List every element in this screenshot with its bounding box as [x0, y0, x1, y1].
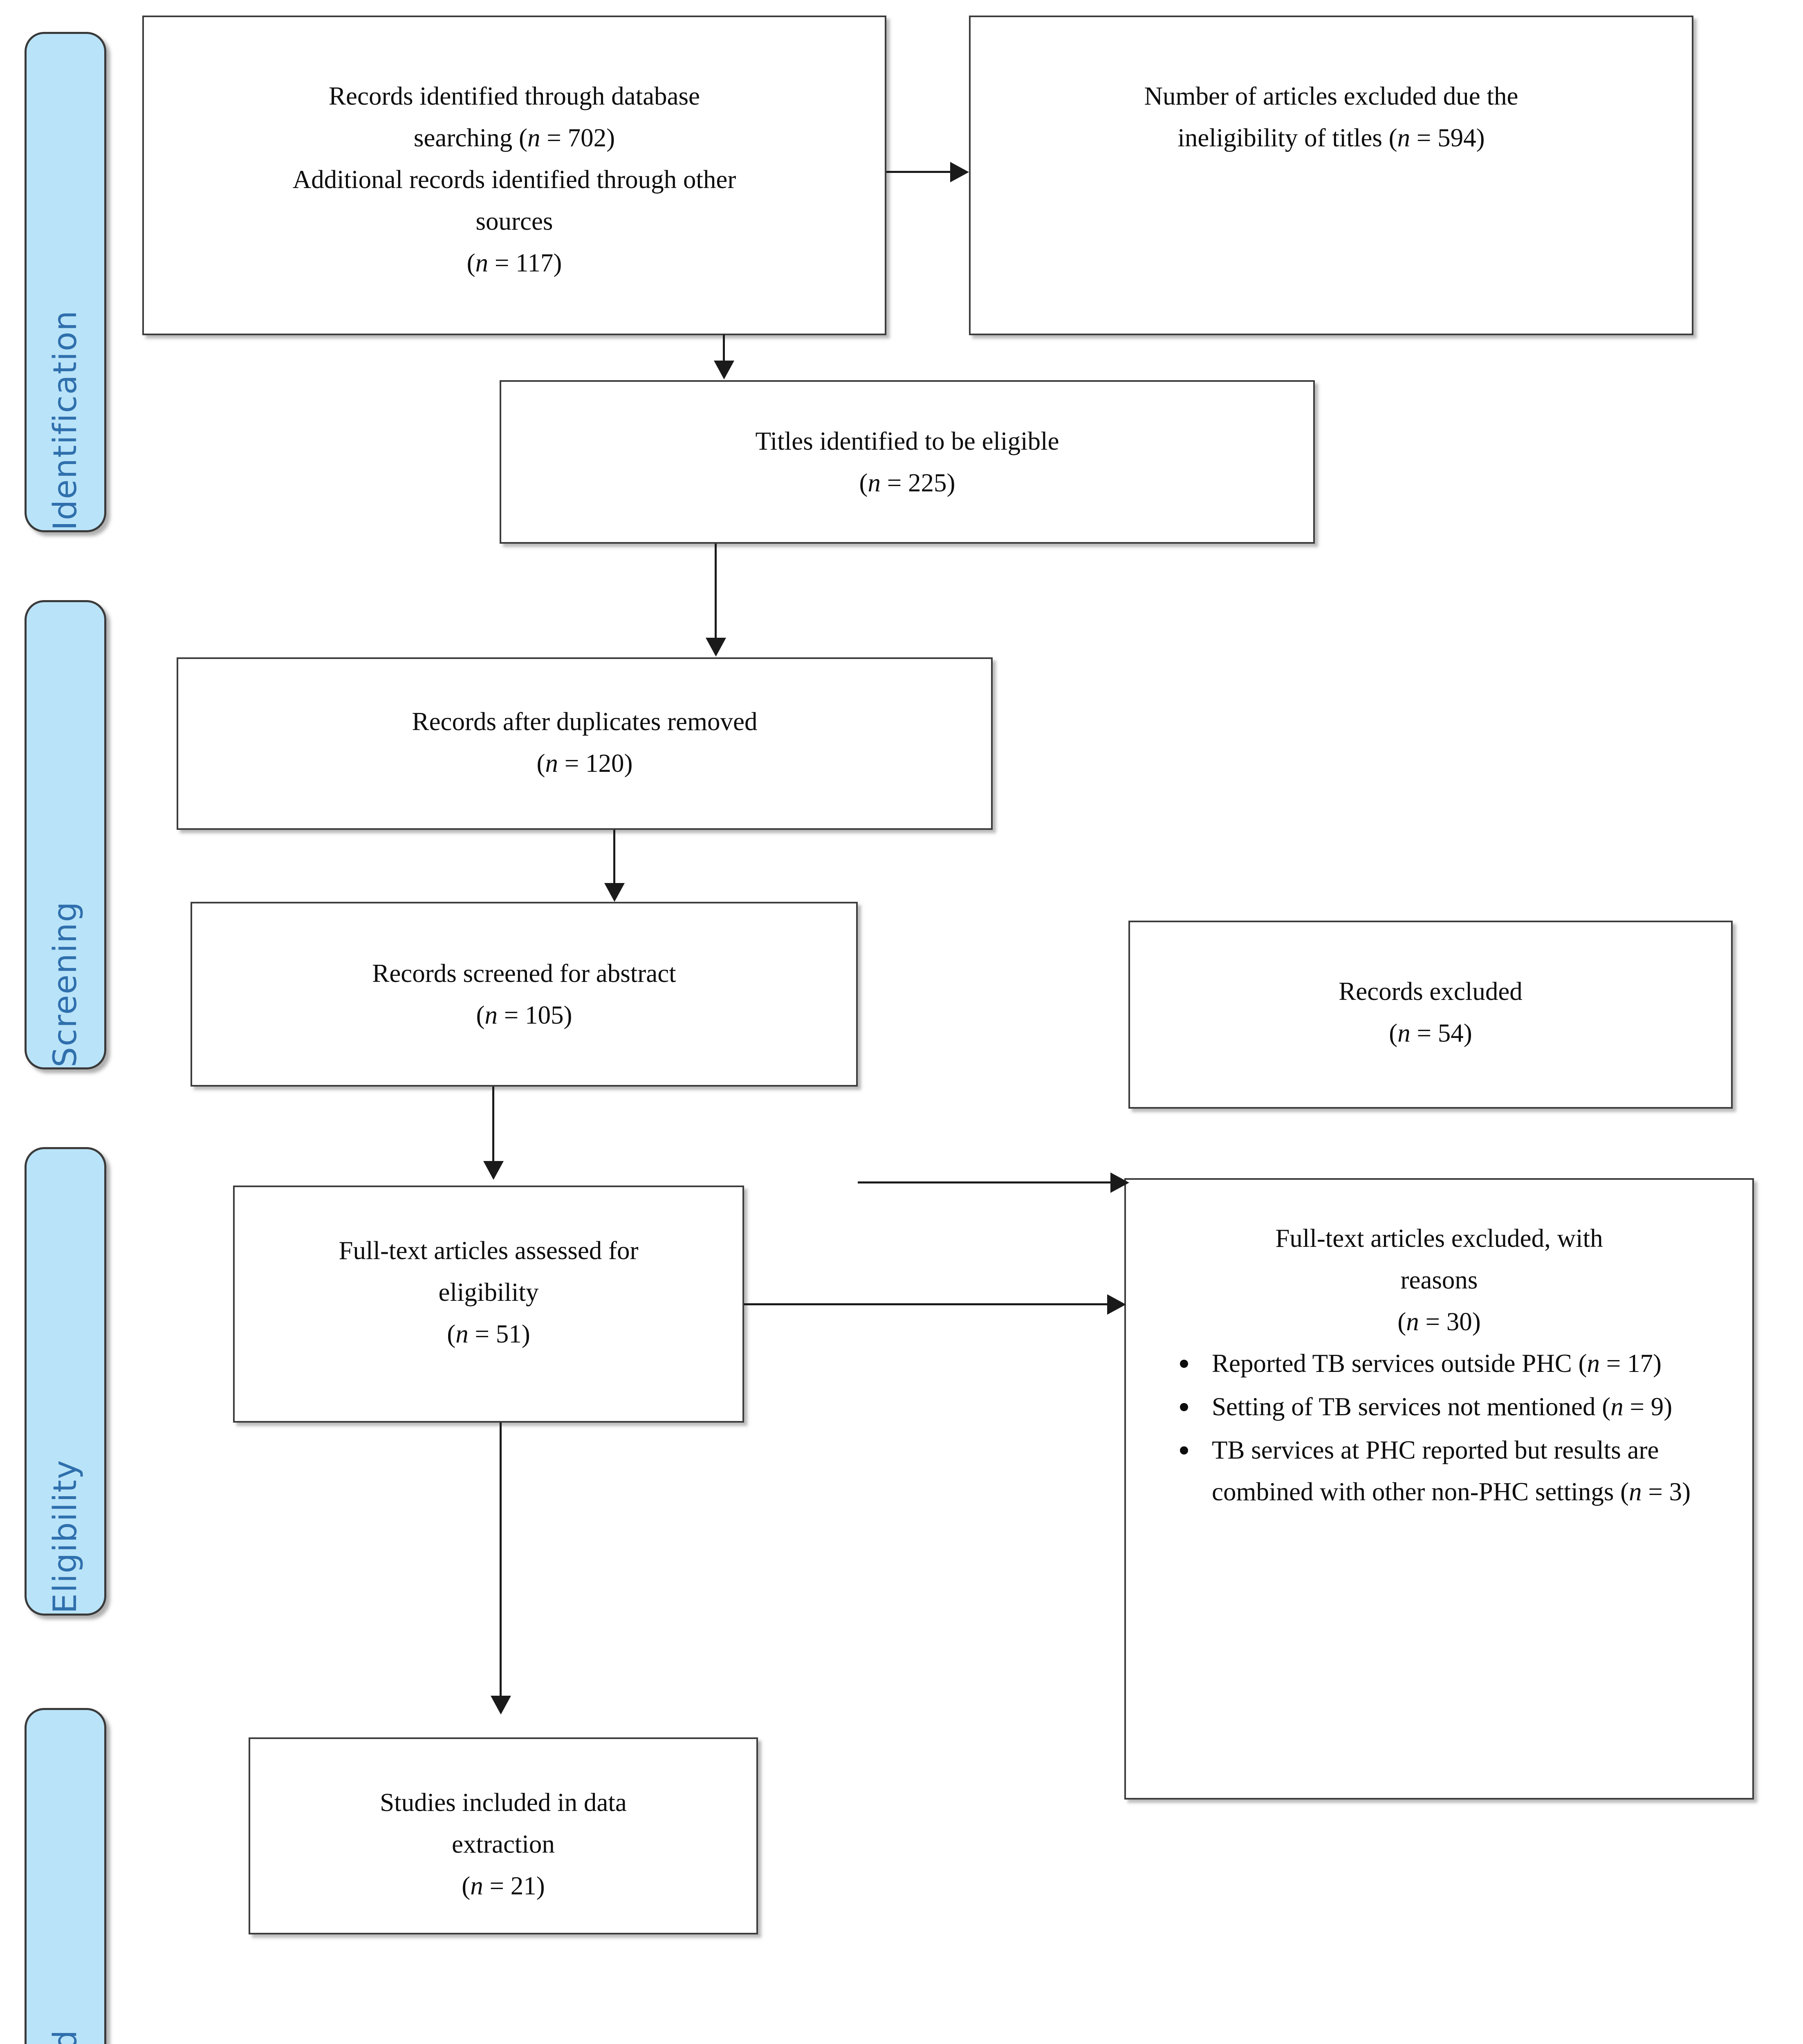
box-titles-excluded: Number of articles excluded due the inel…	[969, 16, 1693, 335]
records-screened-line1: Records screened for abstract	[372, 959, 676, 988]
records-identified-line5: (n = 117)	[466, 249, 562, 278]
box-fulltext-assessed: Full-text articles assessed for eligibil…	[233, 1186, 744, 1423]
connector-assessed-to-fulltext-excluded	[744, 1303, 1108, 1305]
duplicates-removed-line1: Records after duplicates removed	[412, 707, 758, 736]
titles-eligible-line1: Titles identified to be eligible	[755, 427, 1059, 455]
titles-eligible-line2: (n = 225)	[859, 468, 955, 498]
titles-excluded-line2: ineligibility of titles (n = 594)	[1177, 123, 1485, 152]
box-duplicates-removed: Records after duplicates removed (n = 12…	[177, 657, 993, 830]
stage-pill-eligibility: Eligibility	[25, 1147, 106, 1616]
stage-pill-identification: Identification	[25, 32, 106, 532]
arrowhead-records-excluded	[1110, 1172, 1129, 1193]
records-identified-line2: searching (n = 702)	[413, 123, 615, 152]
arrowhead-titles-eligible	[714, 361, 734, 379]
titles-excluded-line1: Number of articles excluded due the	[1144, 82, 1518, 110]
stage-label-screening: Screening	[47, 901, 84, 1067]
arrowhead-titles-excluded	[950, 162, 969, 182]
connector-screened-to-fulltext-assessed	[492, 1087, 494, 1162]
box-fulltext-excluded: Full-text articles excluded, with reason…	[1124, 1178, 1754, 1800]
arrowhead-records-screened	[604, 883, 625, 902]
studies-included-line1: Studies included in data	[380, 1788, 627, 1817]
box-studies-included: Studies included in data extraction (n =…	[249, 1737, 758, 1934]
duplicates-removed-line2: (n = 120)	[536, 749, 633, 778]
connector-identified-to-titles-excluded	[886, 171, 950, 173]
fulltext-assessed-line2: eligibility	[438, 1278, 539, 1307]
fulltext-assessed-line3: (n = 51)	[447, 1320, 530, 1349]
records-identified-line4: sources	[475, 207, 553, 236]
arrowhead-studies-included	[491, 1696, 511, 1715]
exclusion-reasons-list: Reported TB services outside PHC (n = 17…	[1126, 1342, 1752, 1514]
stage-label-identification: Identification	[47, 309, 84, 530]
box-records-excluded: Records excluded (n = 54)	[1128, 921, 1733, 1109]
fulltext-excluded-line3: (n = 30)	[1397, 1307, 1481, 1336]
records-excluded-line1: Records excluded	[1339, 977, 1523, 1006]
records-screened-line2: (n = 105)	[476, 1001, 572, 1030]
connector-assessed-to-studies-included	[500, 1423, 502, 1697]
stage-pill-screening: Screening	[25, 600, 106, 1069]
list-item: Reported TB services outside PHC (n = 17…	[1177, 1342, 1742, 1384]
studies-included-line2: extraction	[452, 1830, 555, 1859]
arrowhead-fulltext-excluded	[1107, 1294, 1126, 1315]
box-records-identified: Records identified through database sear…	[142, 16, 886, 335]
stage-pill-included: Included	[25, 1708, 106, 2044]
arrowhead-duplicates-removed	[706, 638, 726, 657]
fulltext-assessed-line1: Full-text articles assessed for	[339, 1236, 639, 1265]
list-item: TB services at PHC reported but results …	[1177, 1429, 1742, 1513]
stage-label-eligibility: Eligibility	[47, 1459, 84, 1614]
connector-titles-eligible-to-duplicates	[715, 544, 717, 639]
connector-duplicates-to-screened	[613, 830, 615, 884]
connector-screened-to-records-excluded	[858, 1181, 1111, 1183]
records-identified-line3: Additional records identified through ot…	[292, 165, 736, 194]
fulltext-excluded-line2: reasons	[1400, 1266, 1478, 1295]
connector-identified-to-titles-eligible	[723, 334, 725, 361]
box-records-screened: Records screened for abstract (n = 105)	[191, 902, 858, 1087]
box-titles-eligible: Titles identified to be eligible (n = 22…	[500, 380, 1315, 544]
list-item: Setting of TB services not mentioned (n …	[1177, 1386, 1742, 1428]
records-excluded-line2: (n = 54)	[1389, 1019, 1472, 1048]
stage-label-included: Included	[47, 2015, 84, 2044]
fulltext-excluded-line1: Full-text articles excluded, with	[1275, 1224, 1603, 1253]
arrowhead-fulltext-assessed	[483, 1161, 504, 1180]
records-identified-line1: Records identified through database	[329, 82, 700, 110]
studies-included-line3: (n = 21)	[462, 1871, 545, 1901]
